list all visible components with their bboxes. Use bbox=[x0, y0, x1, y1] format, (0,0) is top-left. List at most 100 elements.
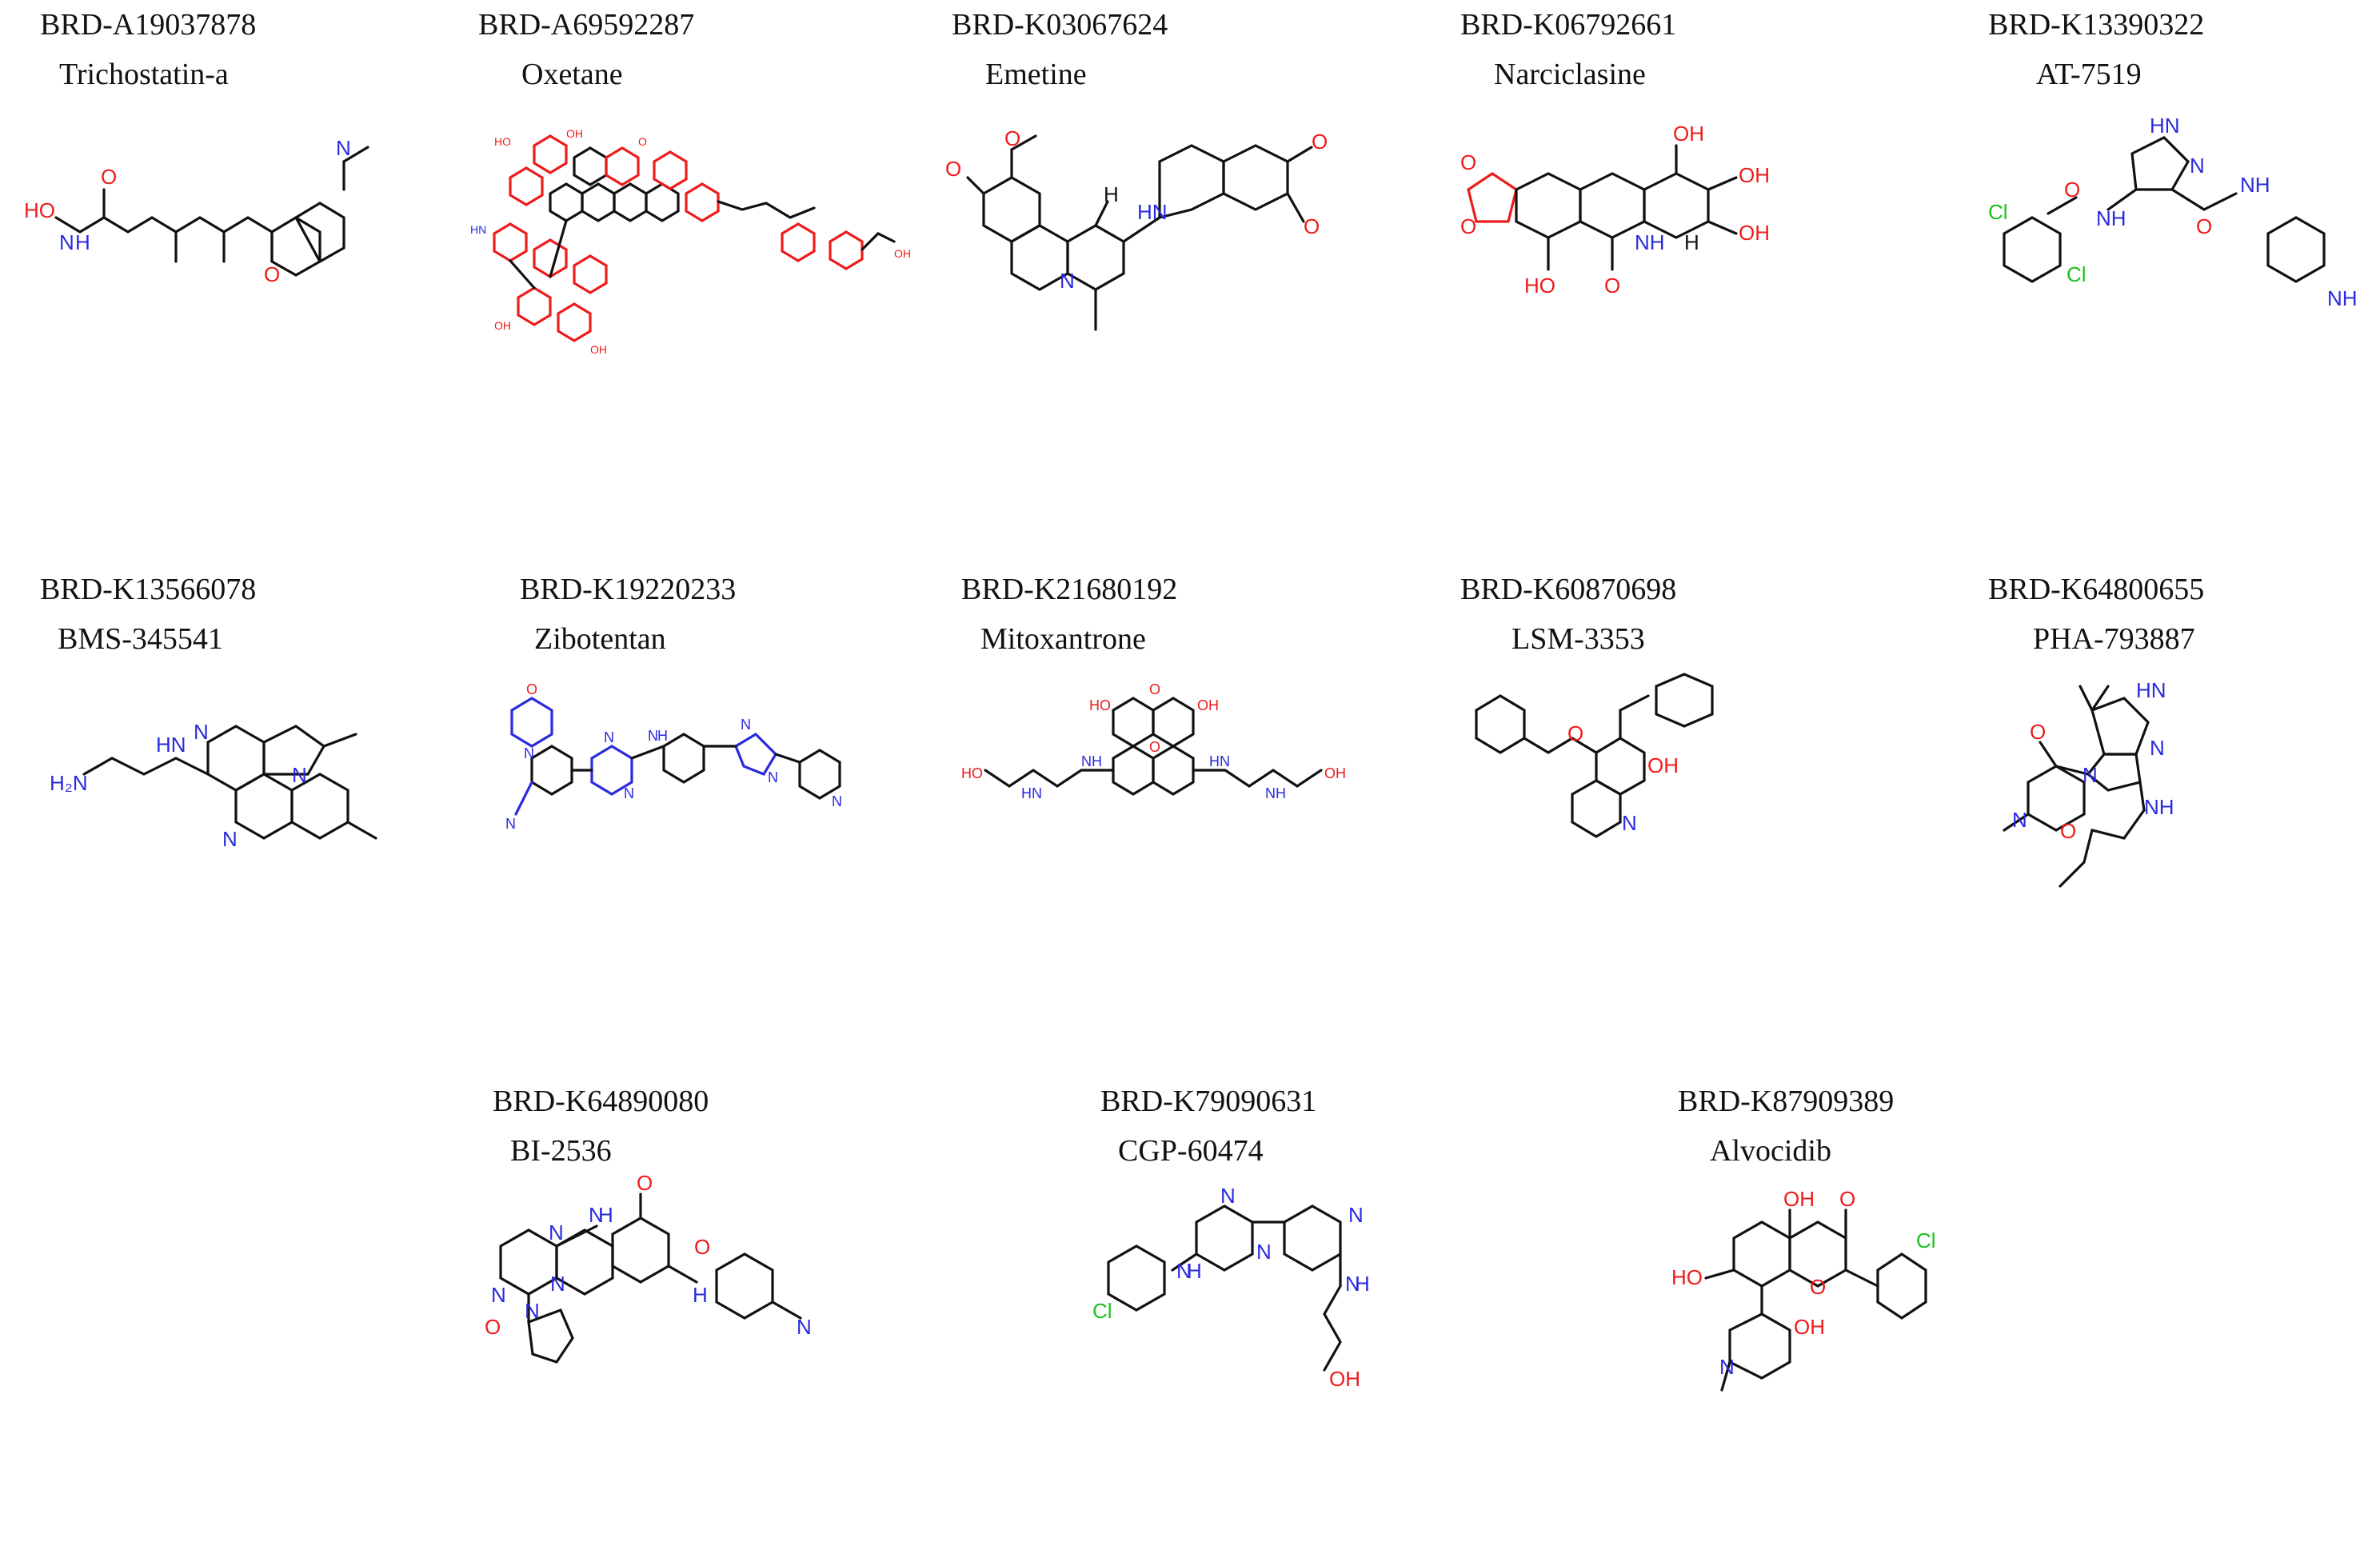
compound-card: BRD-K13566078 BMS-345541 N N HN N H₂N bbox=[40, 574, 488, 1054]
compound-name: Emetine bbox=[985, 58, 1087, 91]
atom-label: NH bbox=[2240, 173, 2270, 197]
atom-label: N bbox=[1719, 1355, 1735, 1379]
atom-label: Cl bbox=[1916, 1228, 1936, 1252]
compound-card: BRD-K64890080 BI-2536 O N N N H N O N O … bbox=[485, 1085, 940, 1566]
atom-label: O bbox=[2060, 819, 2076, 843]
compound-name: Alvocidib bbox=[1710, 1134, 1831, 1168]
compound-id: BRD-K06792661 bbox=[1460, 8, 1677, 42]
compound-id: BRD-K13390322 bbox=[1988, 8, 2205, 42]
atom-label: OH bbox=[1739, 163, 1770, 187]
structure-drawing: HO O OH O NH HN HO HN NH OH bbox=[961, 681, 1346, 801]
compound-id: BRD-K21680192 bbox=[961, 573, 1178, 606]
compound-id: BRD-K87909389 bbox=[1678, 1085, 1895, 1118]
structure-drawing: O N N N N H N N N N bbox=[505, 681, 842, 832]
atom-label: N bbox=[524, 745, 534, 761]
compound-card: BRD-K03067624 Emetine O O H N HN O O bbox=[945, 10, 1400, 489]
atom-label: O bbox=[1004, 126, 1020, 150]
atom-label: N bbox=[59, 230, 74, 254]
atom-label: HN bbox=[156, 733, 186, 757]
atom-label: N bbox=[550, 1272, 565, 1296]
structure-drawing: HO OH O HN OH OH OH bbox=[470, 127, 911, 356]
atom-label: O bbox=[101, 165, 117, 189]
atom-label: OH bbox=[1324, 765, 1346, 781]
structure-drawing: O O H N HN O O bbox=[945, 126, 1328, 331]
compound-id: BRD-K64890080 bbox=[493, 1085, 709, 1118]
atom-label: N bbox=[797, 1315, 812, 1339]
atom-label: OH bbox=[590, 343, 607, 356]
atom-label: N bbox=[336, 136, 351, 160]
atom-label: H₂N bbox=[50, 771, 88, 795]
atom-label: HO bbox=[1524, 274, 1555, 298]
structure-drawing: O O OH OH OH HO O NH H bbox=[1460, 122, 1770, 298]
atom-label: OH bbox=[1783, 1187, 1815, 1211]
atom-label: HN bbox=[2136, 678, 2166, 702]
compound-name: Trichostatin-a bbox=[59, 58, 229, 91]
atom-label: O bbox=[264, 262, 280, 286]
compound-name: PHA-793887 bbox=[2033, 622, 2195, 656]
atom-label: N bbox=[1348, 1203, 1364, 1227]
atom-label: OH bbox=[1197, 697, 1219, 713]
atom-label: N bbox=[2082, 763, 2098, 787]
compound-id: BRD-A19037878 bbox=[40, 8, 257, 42]
atom-label: Cl bbox=[1988, 200, 2008, 224]
atom-label: N bbox=[194, 720, 209, 744]
atom-label: O bbox=[694, 1235, 710, 1259]
atom-label: O bbox=[1460, 150, 1476, 174]
atom-label: H bbox=[1104, 182, 1119, 206]
atom-label: HN bbox=[1021, 785, 1042, 801]
structure-drawing: N N HN N H₂N bbox=[50, 720, 377, 851]
atom-label: HO bbox=[494, 135, 511, 148]
atom-label: NH bbox=[1081, 753, 1102, 769]
compound-id: BRD-K60870698 bbox=[1460, 573, 1677, 606]
atom-label: OH bbox=[566, 127, 583, 140]
atom-label: N bbox=[768, 769, 778, 785]
compound-name: BMS-345541 bbox=[58, 622, 223, 656]
atom-label: H bbox=[1187, 1259, 1202, 1283]
atom-label: N bbox=[222, 827, 238, 851]
compound-card: BRD-K21680192 Mitoxantrone HO O OH O NH … bbox=[961, 574, 1409, 1054]
atom-label: HO bbox=[961, 765, 983, 781]
atom-label: HN bbox=[2150, 114, 2180, 138]
atom-label: O bbox=[2196, 214, 2212, 238]
atom-label: O bbox=[526, 681, 537, 697]
compound-card: BRD-K64800655 PHA-793887 O N HN N NH O N bbox=[1988, 574, 2380, 1054]
atom-label: N bbox=[648, 728, 658, 744]
atom-label: N bbox=[525, 1299, 540, 1323]
atom-label: HN bbox=[1137, 200, 1168, 224]
compound-card: BRD-A19037878 Trichostatin-a HO N H O N … bbox=[24, 8, 488, 489]
atom-label: N bbox=[549, 1220, 564, 1244]
compound-card: BRD-K13390322 AT-7519 HN N O Cl NH O NH … bbox=[1988, 10, 2380, 489]
compound-card: BRD-K19220233 Zibotentan O N N N N H N N… bbox=[505, 574, 968, 1054]
compound-name: Mitoxantrone bbox=[980, 622, 1146, 656]
compound-name: BI-2536 bbox=[510, 1134, 612, 1168]
atom-label: HN bbox=[470, 223, 486, 236]
structure-drawing: O N N N H N O N O H N bbox=[485, 1171, 812, 1364]
atom-label: NH bbox=[2327, 286, 2358, 310]
atom-label: O bbox=[1567, 721, 1583, 745]
atom-label: HN bbox=[1209, 753, 1230, 769]
atom-label: NH bbox=[1635, 230, 1665, 254]
atom-label: O bbox=[1460, 214, 1476, 238]
compound-name: Zibotentan bbox=[534, 622, 666, 656]
compound-id: BRD-K13566078 bbox=[40, 573, 257, 606]
atom-label: HO bbox=[24, 198, 55, 222]
atom-label: N bbox=[1176, 1259, 1192, 1283]
atom-label: O bbox=[2064, 178, 2080, 202]
atom-label: OH bbox=[1794, 1315, 1825, 1339]
compound-id: BRD-A69592287 bbox=[478, 8, 695, 42]
compound-name: Narciclasine bbox=[1494, 58, 1646, 91]
compound-card: BRD-K79090631 CGP-60474 N N N N H Cl N H… bbox=[1092, 1086, 1548, 1566]
compound-card: BRD-K87909389 Alvocidib OH O HO O Cl OH … bbox=[1671, 1085, 2126, 1566]
atom-label: O bbox=[945, 157, 961, 181]
atom-label: N bbox=[1622, 811, 1637, 835]
atom-label: NH bbox=[2096, 206, 2126, 230]
atom-label: OH bbox=[894, 247, 911, 260]
atom-label: HO bbox=[1671, 1265, 1703, 1289]
structure-drawing: HN N O Cl NH O NH Cl NH bbox=[1988, 114, 2358, 310]
atom-label: N bbox=[624, 785, 634, 801]
structure-drawing: N N N N H Cl N H OH bbox=[1092, 1184, 1370, 1391]
compound-grid: BRD-A19037878 Trichostatin-a HO N H O N … bbox=[24, 8, 2380, 1392]
compound-name: CGP-60474 bbox=[1118, 1134, 1264, 1168]
compound-card: BRD-K60870698 LSM-3353 O N OH N bbox=[1460, 574, 1908, 1054]
atom-label: N bbox=[1256, 1240, 1272, 1264]
